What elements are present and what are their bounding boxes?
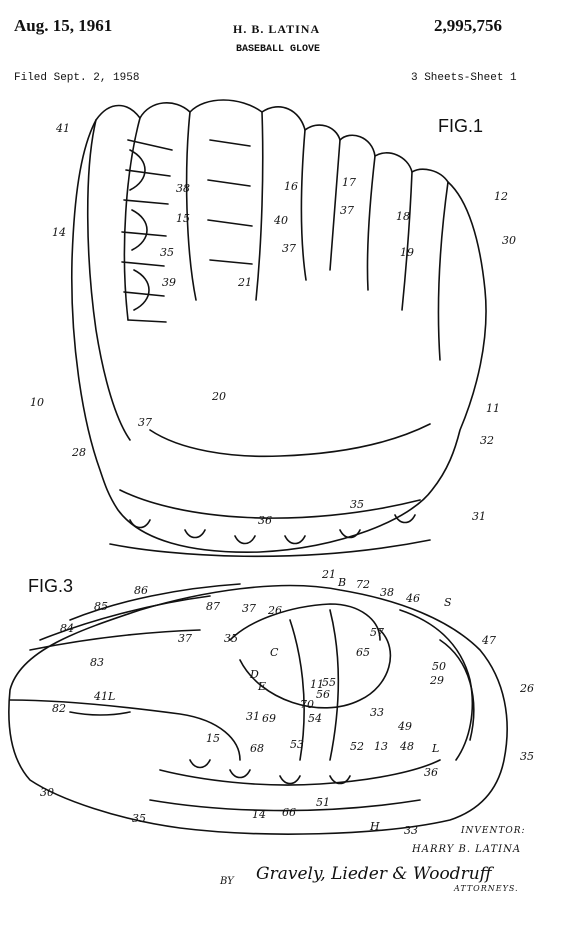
ref-numeral: B [337,576,346,589]
ref-numeral: 13 [374,740,388,753]
ref-numeral: 35 [132,812,146,825]
ref-numeral: 36 [258,514,272,527]
ref-numeral: 55 [322,676,336,689]
ref-numeral: 37 [138,416,152,429]
ref-numeral: 41 [55,122,70,135]
ref-numeral: 15 [206,732,220,745]
ref-numeral: C [270,646,279,659]
ref-numeral: 85 [94,600,108,613]
ref-numeral: D [249,668,259,681]
ref-numeral: 37 [340,204,354,217]
ref-numeral: 28 [71,446,86,459]
fig3-label: FIG.3 [28,576,74,596]
attorneys-label: ATTORNEYS. [454,884,519,893]
attorney-signature: Gravely, Lieder & Woodruff [256,864,492,884]
patent-number: 2,995,756 [434,16,502,35]
ref-numeral: 32 [480,434,494,447]
ref-numeral: 14 [252,808,266,821]
ref-numeral: 21 [237,276,252,289]
ref-numeral: 82 [52,702,66,715]
ref-numeral: 47 [481,634,496,647]
ref-numeral: 84 [60,622,74,635]
patent-date: Aug. 15, 1961 [14,16,113,35]
ref-numeral: 72 [356,578,370,591]
ref-numeral: 17 [342,176,356,189]
ref-numeral: 83 [90,656,104,669]
filed-date: Filed Sept. 2, 1958 [14,72,140,84]
ref-numeral: 19 [400,246,414,259]
ref-numeral: 35 [160,246,174,259]
ref-numeral: 65 [356,646,370,659]
fig3-glove-drawing [8,583,508,835]
ref-numeral: 10 [30,396,44,409]
fig1-glove-drawing [70,99,487,558]
ref-numeral: 26 [267,604,282,617]
ref-numeral: 12 [494,190,508,203]
inventor-name: HARRY B. LATINA [412,844,522,855]
ref-numeral: 26 [519,682,534,695]
ref-numeral: 57 [370,626,384,639]
ref-numeral: 66 [282,806,296,819]
ref-numeral: 53 [290,738,304,751]
ref-numeral: 33 [370,706,384,719]
ref-numeral: 35 [350,498,364,511]
ref-numeral: 48 [399,740,414,753]
ref-numeral: 14 [52,226,66,239]
sheet-count: 3 Sheets-Sheet 1 [411,72,517,84]
ref-numeral: 49 [397,720,412,733]
ref-numeral: 38 [176,182,190,195]
ref-numeral: 11 [486,402,500,415]
ref-numeral: 29 [429,674,444,687]
ref-numeral: 30 [40,786,54,799]
inventor-header: H. B. LATINA [233,22,321,36]
ref-numeral: 38 [380,586,394,599]
ref-numeral: 39 [162,276,176,289]
ref-numeral: 16 [284,180,298,193]
ref-numeral: L [431,742,439,755]
ref-numeral: 52 [350,740,364,753]
ref-numeral: 37 [242,602,256,615]
ref-numeral: 30 [502,234,516,247]
ref-numeral: 86 [134,584,148,597]
patent-title: BASEBALL GLOVE [236,44,321,55]
ref-numeral: 35 [224,632,238,645]
ref-numeral: 68 [250,742,264,755]
ref-numeral: 31 [472,510,486,523]
ref-numeral: 54 [308,712,322,725]
ref-numeral: 11 [310,678,324,691]
ref-numeral: S [444,596,452,609]
inventor-label: INVENTOR: [461,826,526,836]
ref-numeral: E [257,680,266,693]
ref-numeral: 31 [246,710,260,723]
ref-numeral: 87 [206,600,220,613]
fig1-label: FIG.1 [438,116,484,136]
by-label: BY [220,876,234,887]
fig1-reference-numerals: 41 38 16 17 37 18 12 14 15 40 19 30 35 3… [30,122,516,527]
ref-numeral: 40 [273,214,288,227]
fig3-reference-numerals: 86 87 37 26 21 B 72 38 46 S 85 84 37 35 … [40,568,534,837]
ref-numeral: 21 [321,568,336,581]
ref-numeral: 37 [178,632,192,645]
ref-numeral: 46 [405,592,420,605]
ref-numeral: 15 [176,212,190,225]
ref-numeral: 51 [316,796,330,809]
ref-numeral: 33 [404,824,418,837]
ref-numeral: 41L [93,690,115,703]
ref-numeral: 50 [432,660,446,673]
ref-numeral: 20 [211,390,226,403]
ref-numeral: H [369,820,380,833]
ref-numeral: 35 [520,750,534,763]
ref-numeral: 69 [262,712,276,725]
ref-numeral: 36 [424,766,438,779]
ref-numeral: 70 [300,698,314,711]
ref-numeral: 56 [316,688,330,701]
ref-numeral: 18 [396,210,410,223]
ref-numeral: 37 [282,242,296,255]
